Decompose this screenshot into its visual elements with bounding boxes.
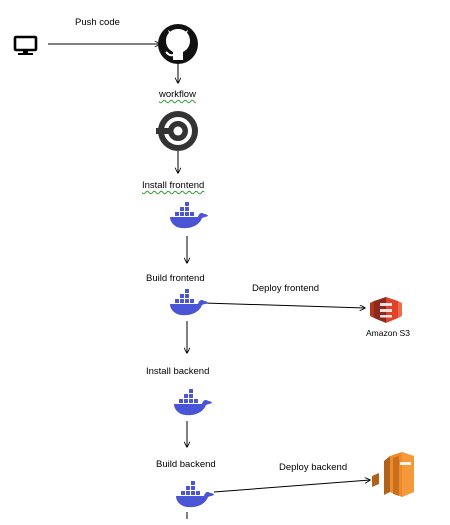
docker-icon-build-backend [176,481,214,508]
monitor-icon [13,35,38,55]
docker-icon-build-frontend [170,289,208,316]
docker-icon-install-backend [174,389,212,416]
label-amazon-s3: Amazon S3 [366,328,410,338]
arrow-deploy-frontend [203,302,365,308]
label-install-backend: Install backend [146,366,210,377]
aws-lambda-icon [372,452,414,497]
amazon-s3-icon [370,297,402,323]
label-deploy-frontend: Deploy frontend [252,283,320,294]
github-icon [158,24,198,64]
circleci-icon [156,111,198,151]
label-deploy-backend: Deploy backend [279,462,348,473]
label-push-code: Push code [75,17,120,28]
label-install-frontend: Install frontend [142,180,205,191]
docker-icon-install-frontend [170,202,208,229]
label-build-frontend: Build frontend [146,273,205,284]
label-workflow: workflow [159,89,196,100]
label-build-backend: Build backend [156,459,216,470]
arrow-deploy-backend [213,480,370,493]
